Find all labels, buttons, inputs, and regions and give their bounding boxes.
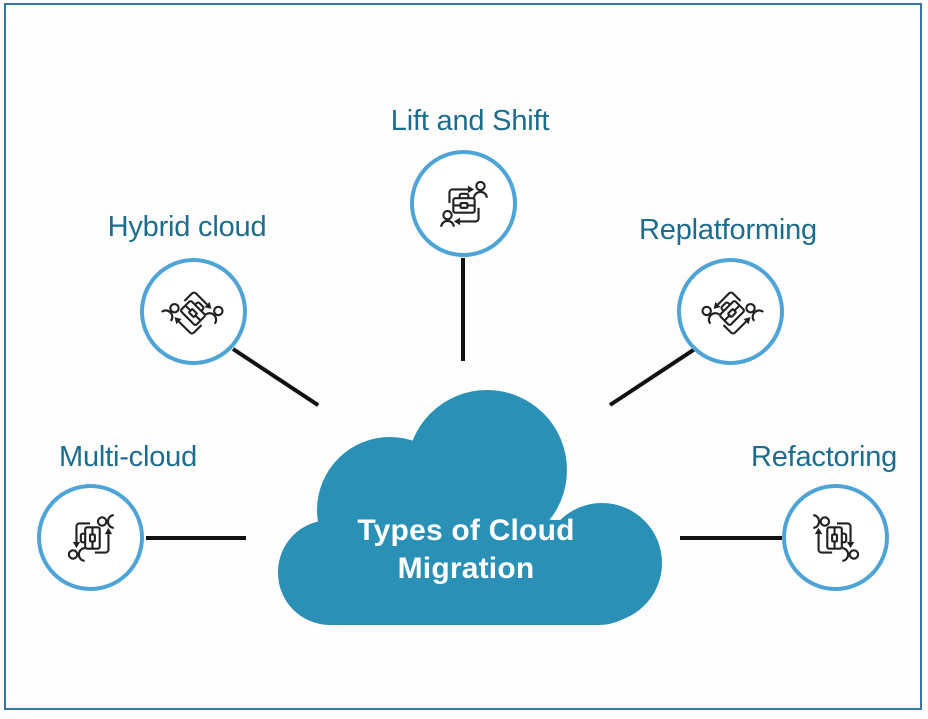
- diagram-title: Types of Cloud Migration: [320, 512, 612, 588]
- people-briefcase-transfer-icon: [150, 268, 238, 356]
- node-circle-refactoring: [782, 484, 889, 591]
- connector-refactoring: [680, 536, 782, 540]
- people-briefcase-transfer-icon: [687, 268, 775, 356]
- node-label-refactoring: Refactoring: [750, 441, 898, 473]
- cloud-shape: [278, 390, 662, 625]
- node-circle-multi-cloud: [37, 484, 144, 591]
- connector-multi-cloud: [146, 536, 246, 540]
- people-briefcase-transfer-icon: [433, 173, 495, 235]
- node-circle-replatforming: [677, 258, 784, 365]
- diagram-title-line2: Migration: [397, 552, 535, 585]
- people-briefcase-transfer-icon: [805, 507, 867, 569]
- people-briefcase-transfer-icon: [60, 507, 122, 569]
- diagram-title-line1: Types of Cloud: [357, 514, 575, 547]
- node-circle-hybrid-cloud: [140, 258, 247, 365]
- node-label-lift-and-shift: Lift and Shift: [390, 105, 550, 137]
- connector-lift-and-shift: [461, 258, 465, 361]
- node-label-replatforming: Replatforming: [639, 214, 817, 246]
- node-circle-lift-and-shift: [410, 150, 517, 257]
- node-label-hybrid-cloud: Hybrid cloud: [107, 211, 267, 243]
- node-label-multi-cloud: Multi-cloud: [58, 441, 198, 473]
